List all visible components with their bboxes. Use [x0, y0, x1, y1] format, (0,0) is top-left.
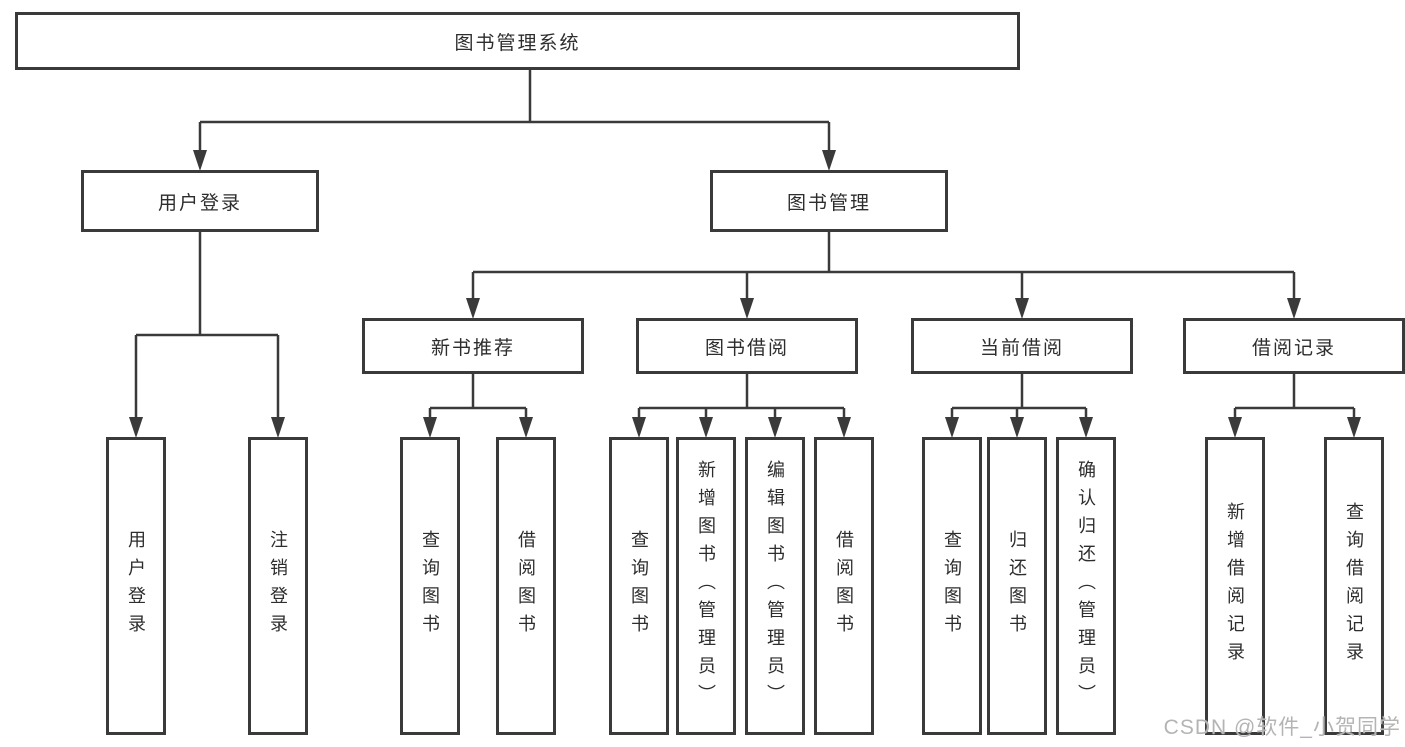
node-book-borrow: 图书借阅	[636, 318, 858, 374]
arrow-down-icon	[1079, 417, 1093, 438]
edge-newbook-to-leaves	[428, 374, 528, 419]
leaf-add-book-admin-label: 新增图书（管理员）	[696, 460, 716, 712]
node-current-borrow-label: 当前借阅	[979, 337, 1064, 359]
arrow-down-icon	[768, 417, 782, 438]
leaf-edit-book-admin-label: 编辑图书（管理员）	[765, 460, 785, 712]
arrow-down-icon	[1347, 417, 1361, 438]
node-book-management: 图书管理	[710, 170, 948, 232]
leaf-borrow-book-recommend: 借阅图书	[496, 437, 556, 735]
leaf-edit-book-admin: 编辑图书（管理员）	[745, 437, 805, 735]
edge-bookmgmt-to-level3	[471, 232, 1296, 300]
leaf-user-login: 用户登录	[106, 437, 166, 735]
node-new-book-recommend-label: 新书推荐	[430, 337, 515, 359]
arrow-down-icon	[129, 417, 143, 438]
leaf-borrow-book-recommend-label: 借阅图书	[516, 530, 536, 642]
node-user-login: 用户登录	[81, 170, 319, 232]
edge-records-to-leaves	[1233, 374, 1356, 419]
leaf-return-book-label: 归还图书	[1007, 530, 1027, 642]
leaf-add-borrow-record: 新增借阅记录	[1205, 437, 1265, 735]
leaf-logout: 注销登录	[248, 437, 308, 735]
tree-edges	[134, 70, 1356, 419]
arrow-down-icon	[193, 150, 207, 171]
leaf-query-borrow-record: 查询借阅记录	[1324, 437, 1384, 735]
leaf-logout-label: 注销登录	[268, 530, 288, 642]
node-borrow-records: 借阅记录	[1183, 318, 1405, 374]
arrow-down-icon	[837, 417, 851, 438]
edge-userlogin-to-leaves	[134, 232, 280, 419]
leaf-confirm-return-admin: 确认归还（管理员）	[1056, 437, 1116, 735]
node-new-book-recommend: 新书推荐	[362, 318, 584, 374]
leaf-query-book-current: 查询图书	[922, 437, 982, 735]
node-book-borrow-label: 图书借阅	[704, 337, 789, 359]
node-borrow-records-label: 借阅记录	[1251, 337, 1336, 359]
leaf-query-book-borrow: 查询图书	[609, 437, 669, 735]
leaf-borrow-book-label: 借阅图书	[834, 530, 854, 642]
leaf-borrow-book: 借阅图书	[814, 437, 874, 735]
arrow-down-icon	[271, 417, 285, 438]
node-root-label: 图书管理系统	[454, 32, 581, 54]
edge-borrow-to-leaves	[637, 374, 846, 419]
edge-current-to-leaves	[950, 374, 1088, 419]
leaf-query-book-current-label: 查询图书	[942, 530, 962, 642]
arrow-down-icon	[423, 417, 437, 438]
leaf-confirm-return-admin-label: 确认归还（管理员）	[1076, 460, 1096, 712]
node-root: 图书管理系统	[15, 12, 1020, 70]
leaf-query-borrow-record-label: 查询借阅记录	[1344, 502, 1364, 670]
leaf-query-book-recommend: 查询图书	[400, 437, 460, 735]
arrow-down-icon	[822, 150, 836, 171]
node-current-borrow: 当前借阅	[911, 318, 1133, 374]
leaf-user-login-label: 用户登录	[126, 530, 146, 642]
leaf-add-borrow-record-label: 新增借阅记录	[1225, 502, 1245, 670]
node-book-management-label: 图书管理	[786, 192, 871, 214]
arrow-down-icon	[740, 298, 754, 319]
arrow-down-icon	[1015, 298, 1029, 319]
node-user-login-label: 用户登录	[157, 192, 242, 214]
arrow-down-icon	[945, 417, 959, 438]
watermark: CSDN @软件_小贺同学	[1163, 716, 1401, 739]
arrowhead-icons	[129, 150, 1361, 438]
leaf-query-book-borrow-label: 查询图书	[629, 530, 649, 642]
leaf-add-book-admin: 新增图书（管理员）	[676, 437, 736, 735]
edge-root-to-level2	[198, 70, 831, 152]
arrow-down-icon	[1010, 417, 1024, 438]
arrow-down-icon	[632, 417, 646, 438]
leaf-return-book: 归还图书	[987, 437, 1047, 735]
arrow-down-icon	[519, 417, 533, 438]
leaf-query-book-recommend-label: 查询图书	[420, 530, 440, 642]
arrow-down-icon	[1287, 298, 1301, 319]
arrow-down-icon	[699, 417, 713, 438]
arrow-down-icon	[1228, 417, 1242, 438]
arrow-down-icon	[466, 298, 480, 319]
